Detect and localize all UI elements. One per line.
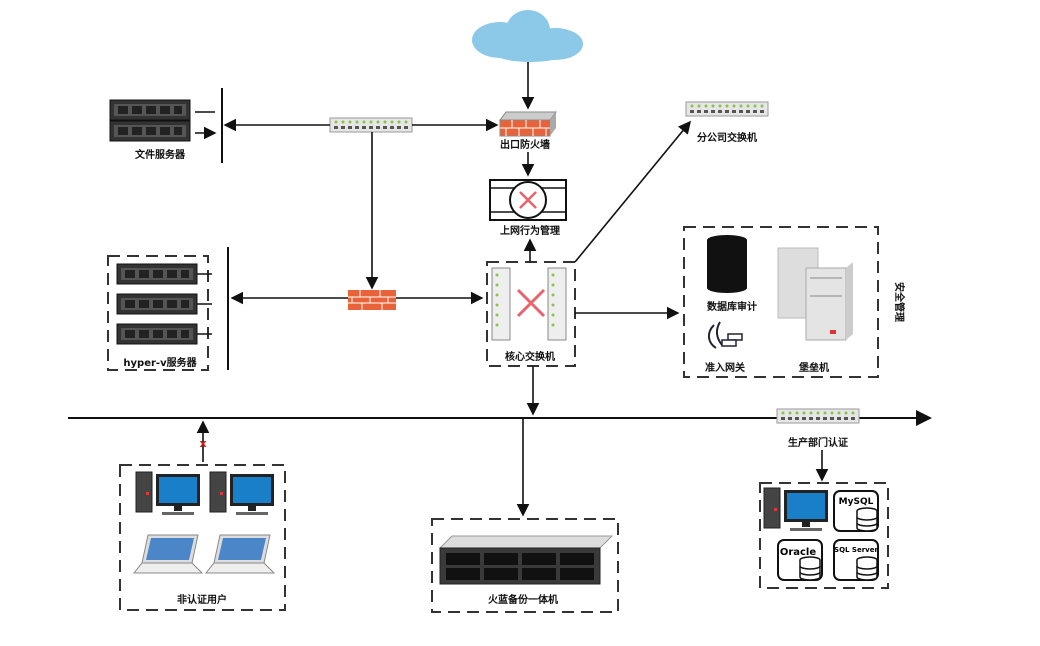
backup-group-box xyxy=(431,518,619,613)
desktop-pc-icon xyxy=(135,471,201,516)
access-gateway-icon xyxy=(708,321,743,349)
branch-switch-icon xyxy=(685,101,769,117)
blocked-x-icon: x xyxy=(199,437,206,450)
distribution-switch-icon xyxy=(329,117,413,133)
oracle-icon: Oracle xyxy=(777,539,823,581)
backup-appliance-icon xyxy=(438,535,614,585)
database-group-box xyxy=(759,482,889,589)
production-auth-switch-icon xyxy=(776,408,860,424)
laptop-icon xyxy=(205,534,275,574)
database-audit-icon xyxy=(707,235,747,293)
hyperv-server-icon xyxy=(116,263,212,345)
core-switch-label: 核心交换机 xyxy=(505,350,555,363)
hyperv-group-box xyxy=(107,255,209,371)
security-management-box xyxy=(683,226,879,378)
mysql-label: MySQL xyxy=(839,497,874,507)
mysql-icon: MySQL xyxy=(833,490,879,532)
behavior-management-label: 上网行为管理 xyxy=(500,224,560,237)
file-server-label: 文件服务器 xyxy=(135,148,186,161)
file-server-icon xyxy=(109,99,215,141)
desktop-pc-icon xyxy=(209,471,275,516)
workstation-icon xyxy=(763,487,829,532)
backup-label: 火蓝备份一体机 xyxy=(488,593,558,606)
security-management-label: 安全管理 xyxy=(893,282,906,322)
exit-firewall-icon xyxy=(499,111,557,137)
database-audit-label: 数据库审计 xyxy=(707,300,757,313)
bastion-host-label: 堡垒机 xyxy=(799,361,829,374)
bastion-host-icon xyxy=(777,247,853,341)
exit-firewall-label: 出口防火墙 xyxy=(500,138,550,151)
internet-cloud-icon xyxy=(472,10,583,62)
sql-server-icon: SQL Server xyxy=(833,539,879,581)
unauth-users-label: 非认证用户 xyxy=(177,593,227,606)
behavior-management-icon xyxy=(489,179,567,221)
core-switch-icon xyxy=(491,267,567,341)
branch-switch-label: 分公司交换机 xyxy=(697,131,757,144)
laptop-icon xyxy=(133,534,203,574)
oracle-label: Oracle xyxy=(780,547,817,558)
production-auth-label: 生产部门认证 xyxy=(788,436,848,449)
core-switch-box xyxy=(486,261,576,367)
internal-firewall-icon xyxy=(348,290,396,310)
unauth-users-box xyxy=(119,464,286,611)
hyperv-label: hyper-v服务器 xyxy=(123,356,197,369)
access-gateway-label: 准入网关 xyxy=(705,361,745,374)
sql-server-label: SQL Server xyxy=(834,546,878,554)
